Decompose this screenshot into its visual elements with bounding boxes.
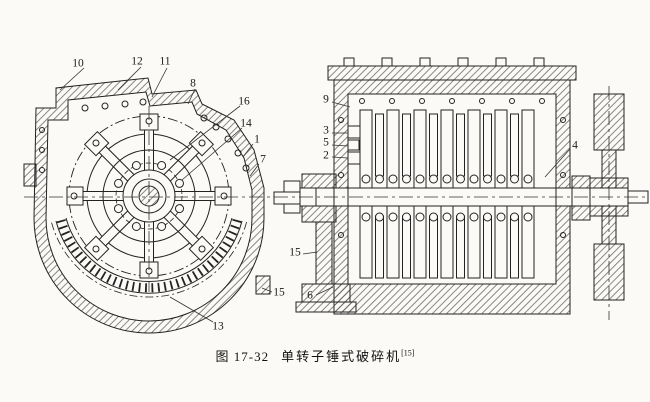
part-label-9: 9 [323, 93, 329, 106]
leader-lines [59, 66, 571, 323]
hammers-lower [375, 215, 519, 279]
side-bracket [255, 275, 271, 295]
part-label-2: 2 [323, 149, 329, 162]
part-label-4: 4 [572, 139, 578, 152]
part-label-15a: 15 [273, 286, 285, 299]
figure-caption: 图 17-32 单转子锤式破碎机[15] [216, 346, 415, 365]
centerlines [24, 86, 648, 320]
part-label-7: 7 [260, 153, 266, 166]
part-label-15b: 15 [289, 246, 301, 259]
bearing-bracket [315, 221, 333, 285]
part-label-6: 6 [307, 289, 313, 302]
part-label-10: 10 [72, 57, 84, 70]
right-view [273, 57, 649, 315]
part-label-5: 5 [323, 136, 329, 149]
part-label-1: 1 [254, 133, 260, 146]
rotor-bolts [114, 161, 184, 231]
foundation [295, 301, 357, 313]
part-label-12: 12 [131, 55, 143, 68]
caption-number: 图 17-32 [215, 349, 270, 364]
rotor [66, 113, 232, 279]
part-label-14: 14 [240, 117, 252, 130]
part-label-8: 8 [190, 77, 196, 90]
caption-ref: [15] [401, 348, 415, 358]
wall-bracket [23, 163, 37, 187]
caption-title: 单转子锤式破碎机 [281, 349, 402, 364]
liner-plates [347, 125, 363, 165]
part-label-3: 3 [323, 124, 329, 137]
cover-bolts [343, 57, 545, 67]
part-label-16: 16 [238, 95, 250, 108]
part-label-11: 11 [159, 55, 171, 68]
part-label-13: 13 [212, 320, 224, 333]
housing-bolts [39, 98, 250, 173]
rotor-discs [359, 109, 535, 279]
hammer-pivot-rods [361, 174, 533, 222]
left-view [23, 77, 271, 334]
casing-bolts [338, 98, 566, 238]
housing-section [33, 77, 265, 334]
hammers-upper [375, 113, 519, 177]
top-cover [327, 65, 577, 81]
casing-section [333, 79, 571, 315]
